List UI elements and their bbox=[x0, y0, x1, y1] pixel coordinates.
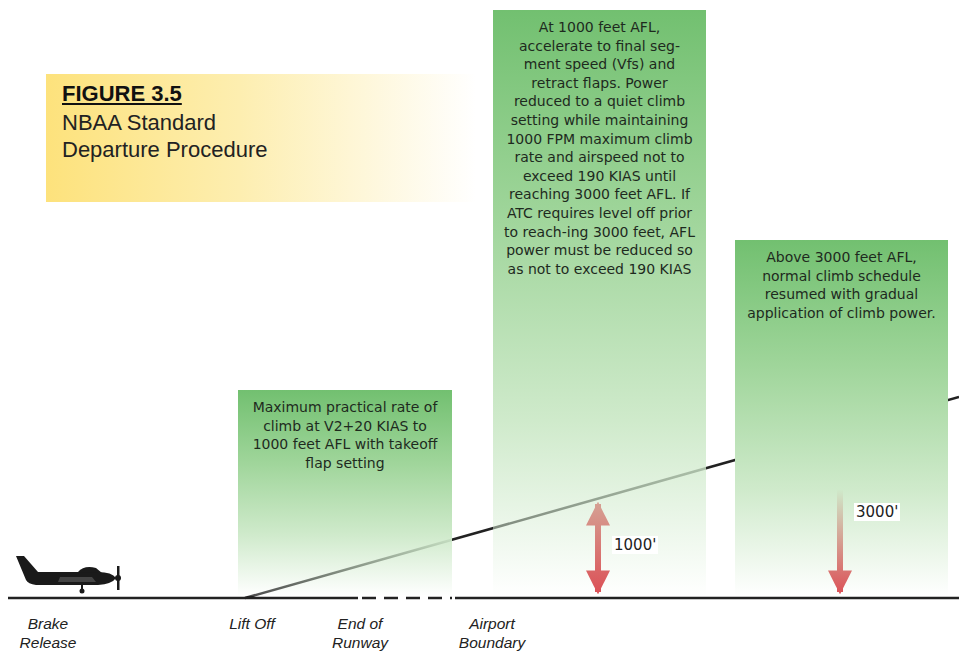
info-panel: At 1000 feet AFL, accelerate to final se… bbox=[493, 10, 706, 596]
dashed-ground bbox=[362, 597, 452, 600]
dimension-label: 3000' bbox=[854, 503, 900, 521]
runway-line bbox=[8, 597, 358, 600]
position-label: End of Runway bbox=[325, 614, 395, 652]
figure-caption: NBAA Standard Departure Procedure bbox=[62, 109, 292, 163]
panel-text: At 1000 feet AFL, accelerate to final se… bbox=[501, 18, 698, 278]
ground-line bbox=[455, 597, 959, 600]
panel-text: Above 3000 feet AFL, normal climb schedu… bbox=[743, 248, 940, 322]
info-panel: Above 3000 feet AFL, normal climb schedu… bbox=[735, 240, 948, 596]
position-label: Brake Release bbox=[13, 614, 83, 652]
position-label: Lift Off bbox=[217, 614, 287, 633]
position-label: Airport Boundary bbox=[457, 614, 527, 652]
airplane-icon bbox=[16, 556, 121, 594]
figure-title: FIGURE 3.5 bbox=[62, 81, 182, 107]
panel-text: Maximum practical rate of climb at V2+20… bbox=[246, 398, 444, 472]
dimension-label: 1000' bbox=[612, 536, 658, 554]
info-panel: Maximum practical rate of climb at V2+20… bbox=[238, 390, 452, 596]
